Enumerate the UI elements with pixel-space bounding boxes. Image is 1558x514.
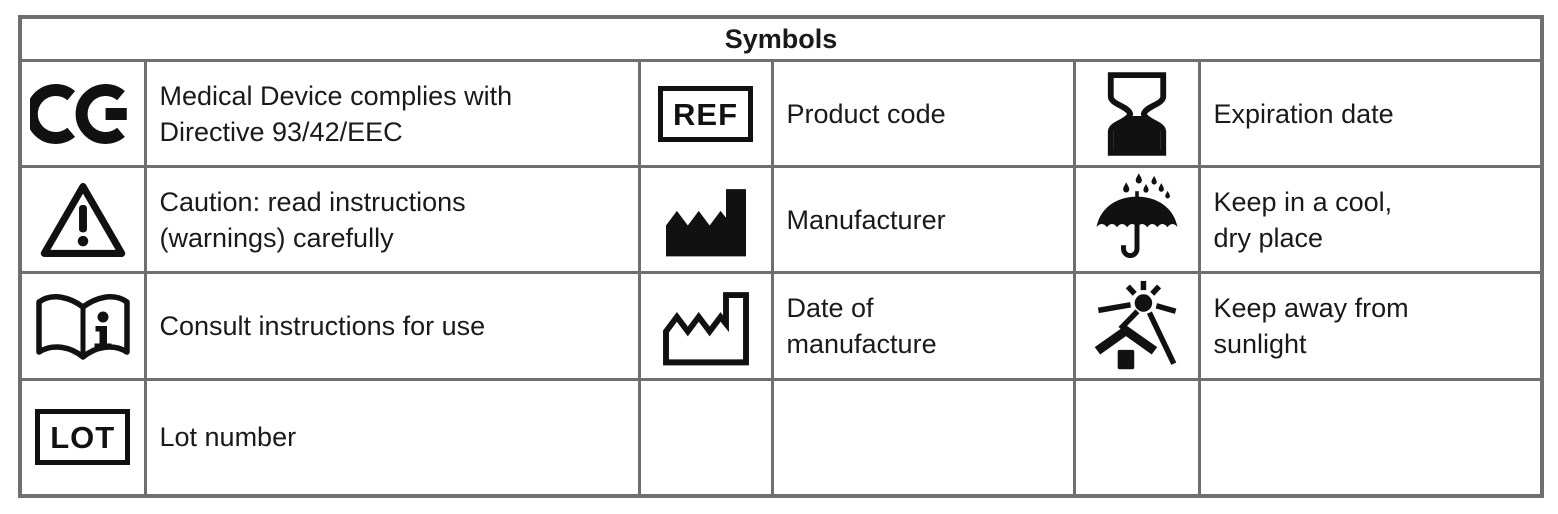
table-row: Consult instructions for use Date of man… [18,271,1544,381]
manufacturer-icon [665,188,746,256]
cell-caution [18,165,147,274]
empty-cell [1072,378,1201,497]
table-header-row: Symbols [18,15,1544,62]
desc-lot: Lot number [143,378,641,497]
cell-ce-mark [18,59,147,168]
desc-manufacturer: Manufacturer [770,165,1076,274]
empty-cell [770,378,1076,497]
cell-lot: LOT [18,378,147,497]
empty-cell [637,378,774,497]
cell-ref: REF [637,59,774,168]
desc-umbrella: Keep in a cool, dry place [1197,165,1544,274]
cell-date-of-manufacture [637,271,774,381]
desc-ce-mark: Medical Device complies with Directive 9… [143,59,641,168]
lot-icon: LOT [35,409,131,466]
table-title: Symbols [18,15,1544,62]
desc-ref: Product code [770,59,1076,168]
cell-umbrella [1072,165,1201,274]
cell-sunlight [1072,271,1201,381]
consult-instructions-icon [36,294,130,360]
desc-consult: Consult instructions for use [143,271,641,381]
cell-consult [18,271,147,381]
desc-date-of-manufacture: Date of manufacture [770,271,1076,381]
desc-caution: Caution: read instructions (warnings) ca… [143,165,641,274]
ce-mark-icon [29,83,127,144]
umbrella-rain-icon [1096,172,1177,258]
table-row: Medical Device complies with Directive 9… [18,59,1544,168]
table-row: LOT Lot number [18,378,1544,497]
hourglass-icon [1107,71,1166,156]
empty-cell [1197,378,1544,497]
cell-hourglass [1072,59,1201,168]
desc-hourglass: Expiration date [1197,59,1544,168]
date-of-manufacture-icon [662,292,749,366]
cell-manufacturer [637,165,774,274]
symbols-table: Symbols Medical Device complies with Dir… [18,15,1545,498]
ref-icon: REF [658,85,753,142]
desc-sunlight: Keep away from sunlight [1197,271,1544,381]
caution-triangle-icon [40,182,125,257]
table-row: Caution: read instructions (warnings) ca… [18,165,1544,274]
keep-away-sunlight-icon [1094,280,1176,370]
